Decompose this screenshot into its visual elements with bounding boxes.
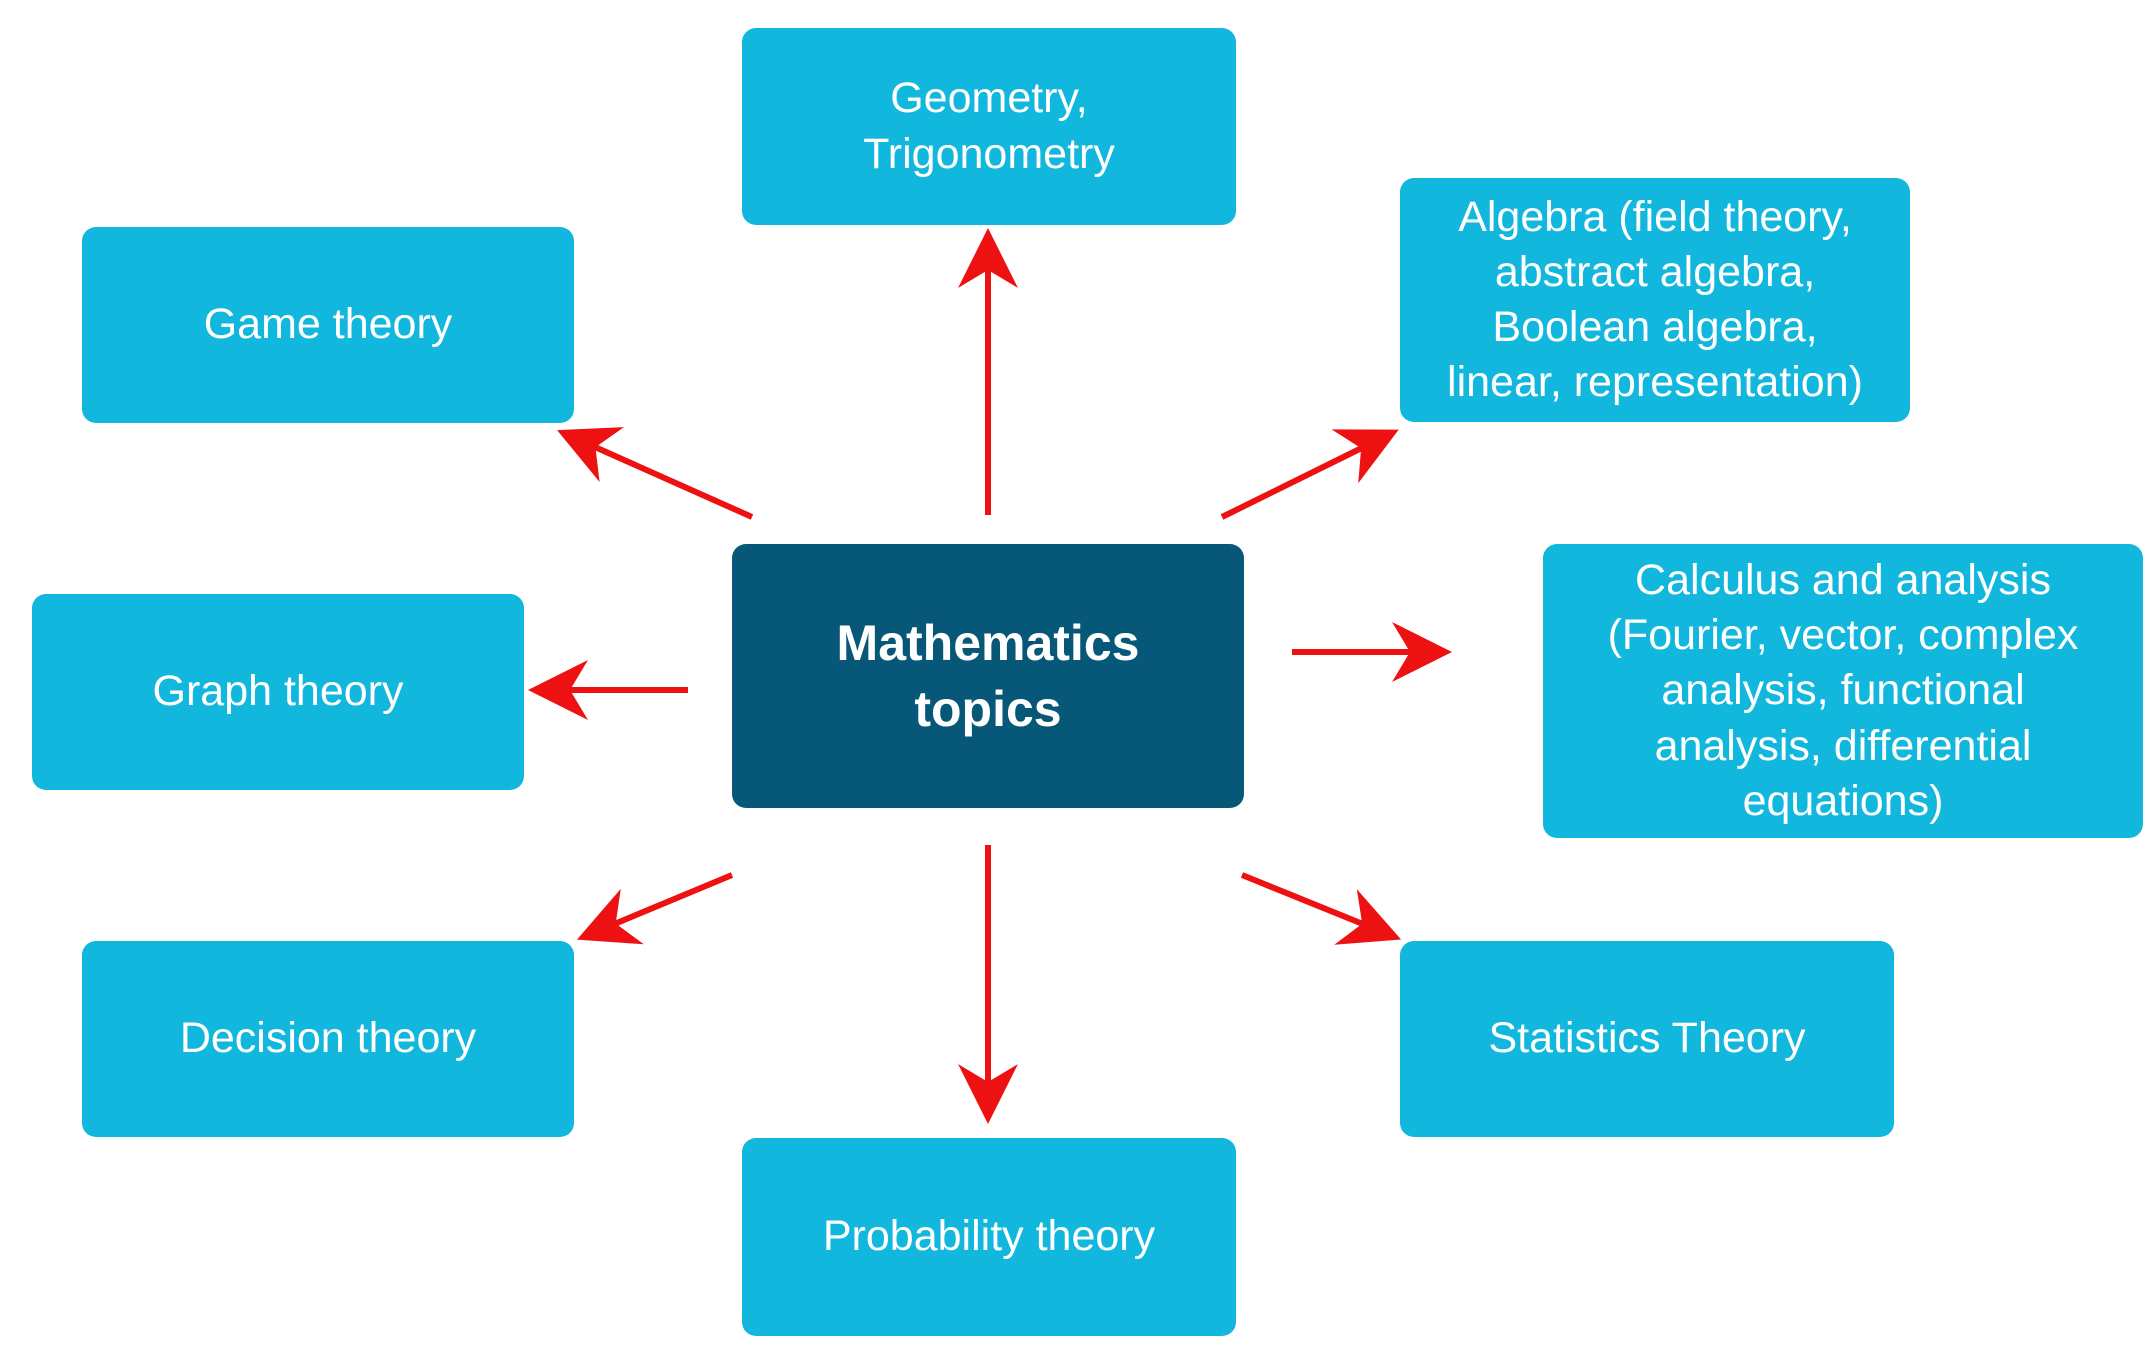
graph-theory-node: Graph theory (32, 594, 524, 790)
game-theory-label: Game theory (203, 300, 453, 349)
arrow-to-game-theory (557, 427, 754, 520)
center-node: Mathematics topics (732, 544, 1244, 808)
arrow-to-decision-theory (576, 872, 734, 945)
statistics-theory-node: Statistics Theory (1400, 941, 1894, 1137)
arrow-to-statistics-theory (1240, 872, 1402, 945)
decision-theory-node: Decision theory (82, 941, 574, 1137)
algebra-node: Algebra (field theory, abstract algebra,… (1400, 178, 1910, 422)
center-label: Mathematics topics (836, 615, 1140, 737)
algebra-label: Algebra (field theory, abstract algebra,… (1447, 192, 1863, 407)
graph-theory-label: Graph theory (152, 667, 404, 716)
probability-theory-label: Probability theory (822, 1212, 1156, 1261)
game-theory-node: Game theory (82, 227, 574, 423)
decision-theory-label: Decision theory (179, 1014, 477, 1063)
statistics-theory-label: Statistics Theory (1488, 1014, 1806, 1063)
geometry-label: Geometry, Trigonometry (863, 74, 1115, 178)
arrow-to-algebra (1220, 429, 1399, 520)
geometry-node: Geometry, Trigonometry (742, 28, 1236, 225)
calculus-node: Calculus and analysis (Fourier, vector, … (1543, 544, 2143, 838)
probability-theory-node: Probability theory (742, 1138, 1236, 1336)
calculus-label: Calculus and analysis (Fourier, vector, … (1607, 556, 2079, 825)
